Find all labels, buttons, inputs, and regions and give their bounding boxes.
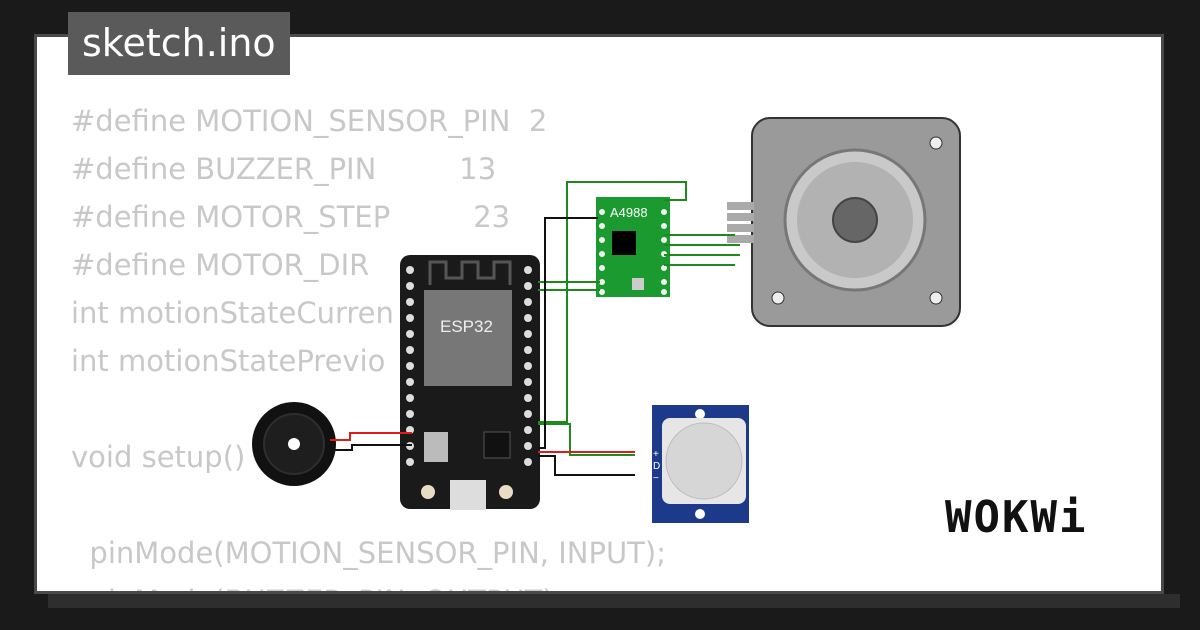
code-line: int motionStateCurren — [71, 296, 394, 330]
a4988-driver[interactable]: A4988 — [596, 197, 670, 297]
wires — [330, 181, 740, 476]
code-editor[interactable]: #define MOTION_SENSOR_PIN 2 #define BUZZ… — [71, 97, 666, 591]
code-line: #define MOTION_SENSOR_PIN 2 — [71, 104, 548, 138]
code-line: #define MOTOR_STEP 23 — [71, 200, 511, 234]
usb-port-icon — [450, 480, 486, 510]
pir-pin-plus: + — [653, 449, 659, 460]
driver-label: A4988 — [610, 205, 648, 220]
canvas-card: #define MOTION_SENSOR_PIN 2 #define BUZZ… — [34, 34, 1164, 594]
card-shadow — [48, 594, 1180, 608]
esp32-board[interactable]: ESP32 — [400, 255, 540, 510]
pir-pin-data: D — [653, 461, 660, 472]
pir-sensor-icon[interactable]: + D − — [652, 405, 749, 523]
code-line: pinMode(MOTION_SENSOR_PIN, INPUT); — [71, 536, 666, 570]
esp32-label: ESP32 — [440, 317, 493, 336]
buzzer-icon[interactable] — [252, 402, 336, 486]
code-line: #define MOTOR_DIR — [71, 248, 370, 282]
pir-pin-minus: − — [653, 473, 659, 484]
code-line: int motionStatePrevio — [71, 344, 386, 378]
code-line: #define BUZZER_PIN 13 — [71, 152, 497, 186]
code-line: pinMode(BUZZER_PIN, OUTPUT); — [71, 584, 563, 591]
file-name-tab[interactable]: sketch.ino — [68, 12, 290, 75]
stepper-motor-icon[interactable] — [727, 117, 961, 327]
wokwi-logo: WOKWi — [945, 492, 1088, 543]
